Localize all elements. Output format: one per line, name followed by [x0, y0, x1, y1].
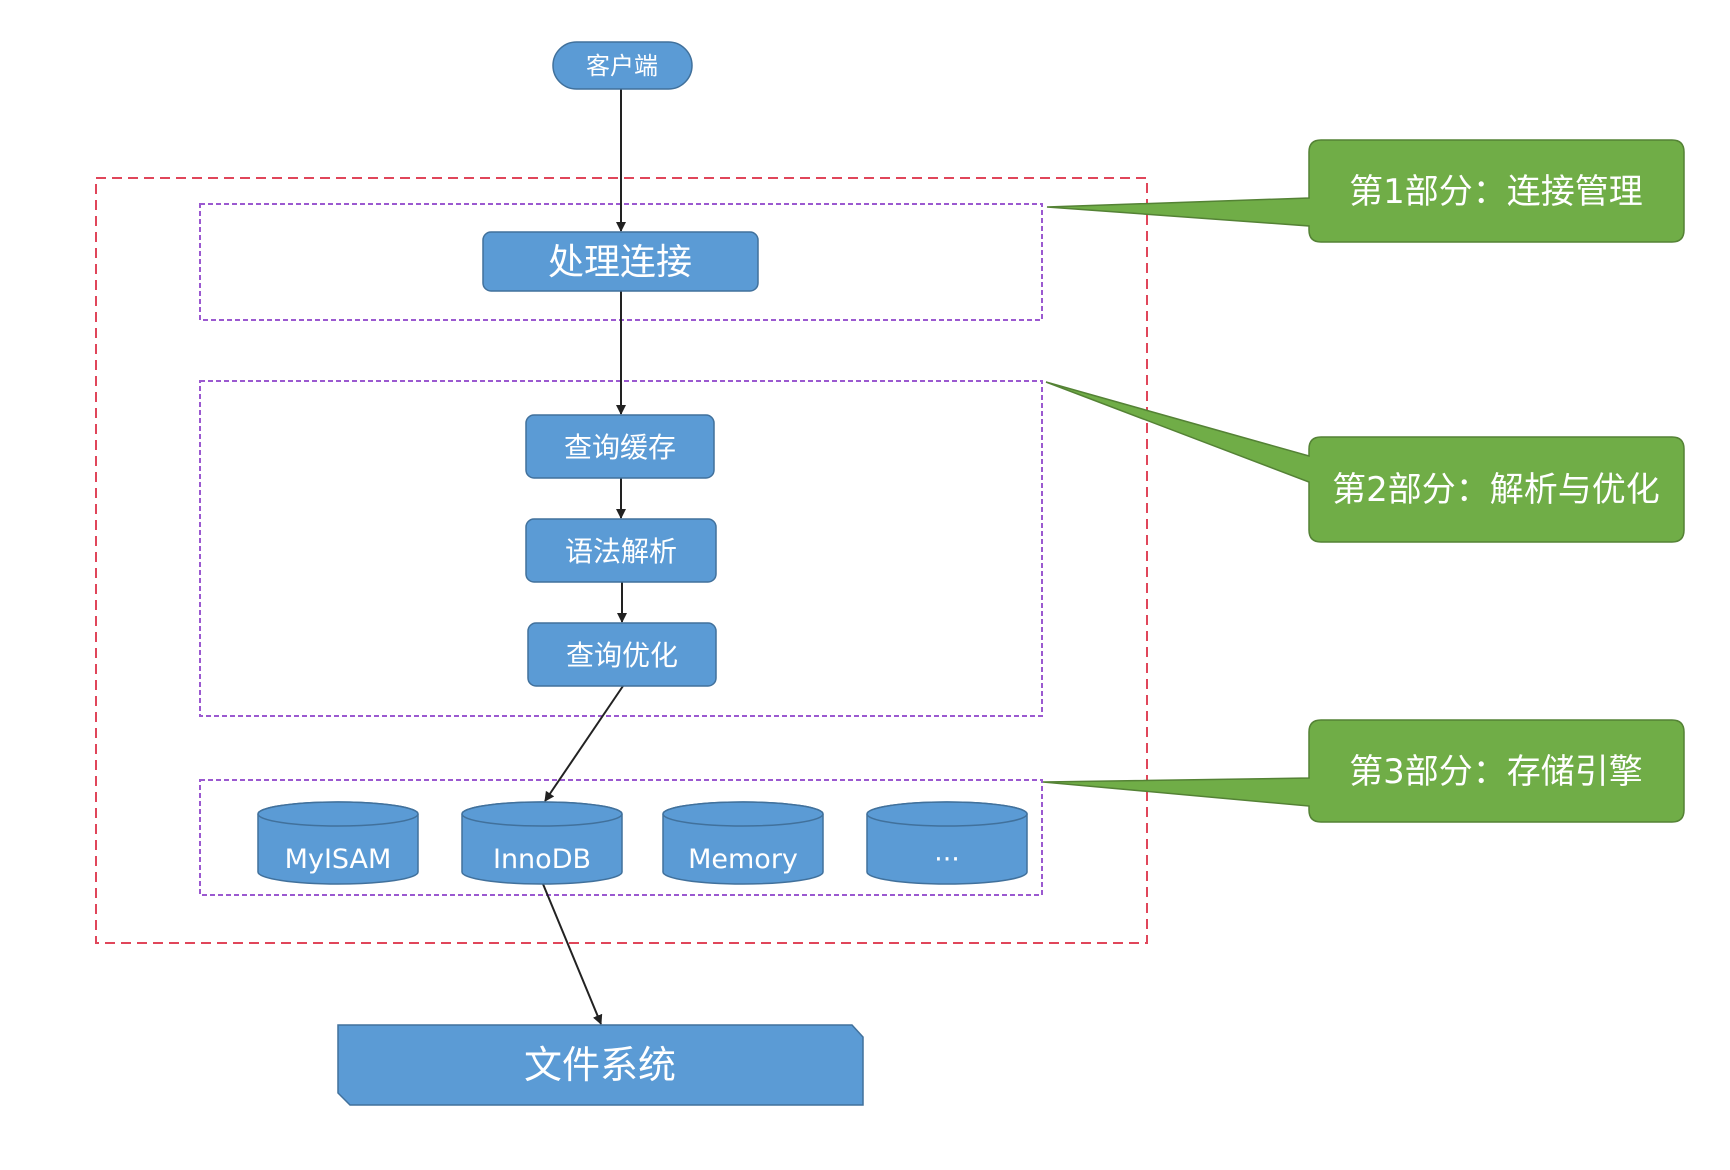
node-filesystem: 文件系统 — [337, 1024, 864, 1106]
cylinder-top — [662, 801, 824, 827]
node-query-cache: 查询缓存 — [525, 414, 715, 479]
storage-engine-memory: Memory — [662, 801, 824, 885]
cylinder-top — [257, 801, 419, 827]
callout-part2: 第2部分：解析与优化 — [1045, 381, 1685, 543]
node-filesystem-label: 文件系统 — [524, 1043, 676, 1087]
cylinder-top — [866, 801, 1028, 827]
storage-engine-myisam-label: MyISAM — [285, 844, 392, 875]
node-parser: 语法解析 — [525, 518, 717, 583]
callout-part1: 第1部分：连接管理 — [1046, 139, 1685, 243]
storage-engine-memory-label: Memory — [688, 844, 798, 875]
callout-part3: 第3部分：存储引擎 — [1042, 719, 1685, 823]
node-connection-handling: 处理连接 — [482, 231, 759, 292]
storage-engine-innodb: InnoDB — [461, 801, 623, 885]
storage-engine-innodb-label: InnoDB — [493, 844, 591, 875]
server-boundary — [95, 177, 1148, 944]
callout-part1-label: 第1部分：连接管理 — [1349, 172, 1643, 212]
edge-optimizer-to-innodb — [544, 685, 624, 802]
node-query-cache-label: 查询缓存 — [564, 431, 676, 464]
edge-innodb-to-filesystem — [542, 883, 603, 1025]
callout-part2-label: 第2部分：解析与优化 — [1332, 470, 1660, 510]
node-client-label: 客户端 — [586, 52, 658, 80]
storage-engine-myisam: MyISAM — [257, 801, 419, 885]
node-parser-label: 语法解析 — [565, 535, 677, 568]
storage-engine-more-label: ··· — [934, 844, 960, 875]
node-optimizer: 查询优化 — [527, 622, 717, 687]
node-connection-handling-label: 处理连接 — [548, 242, 692, 283]
callout-part3-label: 第3部分：存储引擎 — [1349, 752, 1643, 792]
node-client: 客户端 — [552, 41, 693, 90]
cylinder-top — [461, 801, 623, 827]
group-storage-engines — [199, 779, 1043, 896]
node-optimizer-label: 查询优化 — [566, 639, 678, 672]
storage-engine-more: ··· — [866, 801, 1028, 885]
